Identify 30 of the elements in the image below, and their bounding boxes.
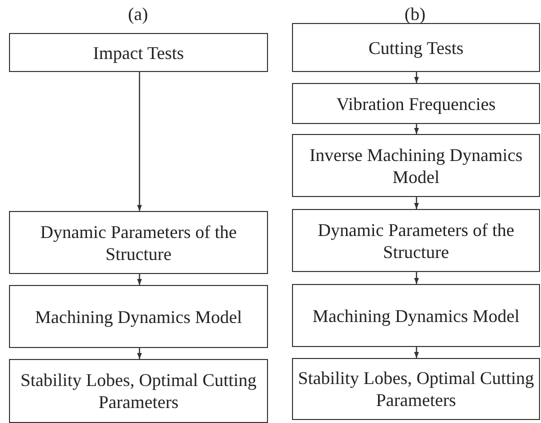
- arrow: [414, 124, 419, 134]
- process-box: [9, 359, 268, 423]
- box-text: Impact Tests: [93, 42, 184, 64]
- box-text: Dynamic Parameters of the Structure: [39, 220, 238, 264]
- process-box: [292, 23, 540, 72]
- arrow: [137, 72, 142, 211]
- arrow: [414, 197, 419, 209]
- box-text: Dynamic Parameters of the Structure: [316, 218, 516, 262]
- process-box: [9, 33, 268, 72]
- process-box: [292, 134, 540, 197]
- panel-label: (a): [128, 4, 148, 24]
- process-box: [9, 211, 268, 274]
- panel-label: (b): [404, 4, 426, 24]
- process-box: [9, 285, 268, 348]
- box-text: Stability Lobes, Optimal Cutting Parameters: [20, 369, 258, 413]
- box-text: Machining Dynamics Model: [312, 304, 520, 326]
- box-text: Vibration Frequencies: [336, 92, 496, 114]
- process-box: [292, 83, 540, 124]
- process-box: [292, 209, 540, 272]
- box-text: Machining Dynamics Model: [35, 306, 242, 328]
- process-box: [292, 284, 540, 347]
- arrow: [414, 272, 419, 284]
- process-box: [292, 358, 540, 420]
- box-text: Inverse Machining Dynamics Model: [308, 144, 524, 188]
- arrow: [137, 274, 142, 285]
- arrow: [137, 348, 142, 359]
- arrow: [414, 72, 419, 83]
- arrow: [414, 347, 419, 358]
- box-text: Stability Lobes, Optimal Cutting Parameters: [297, 367, 535, 411]
- box-text: Cutting Tests: [368, 36, 464, 58]
